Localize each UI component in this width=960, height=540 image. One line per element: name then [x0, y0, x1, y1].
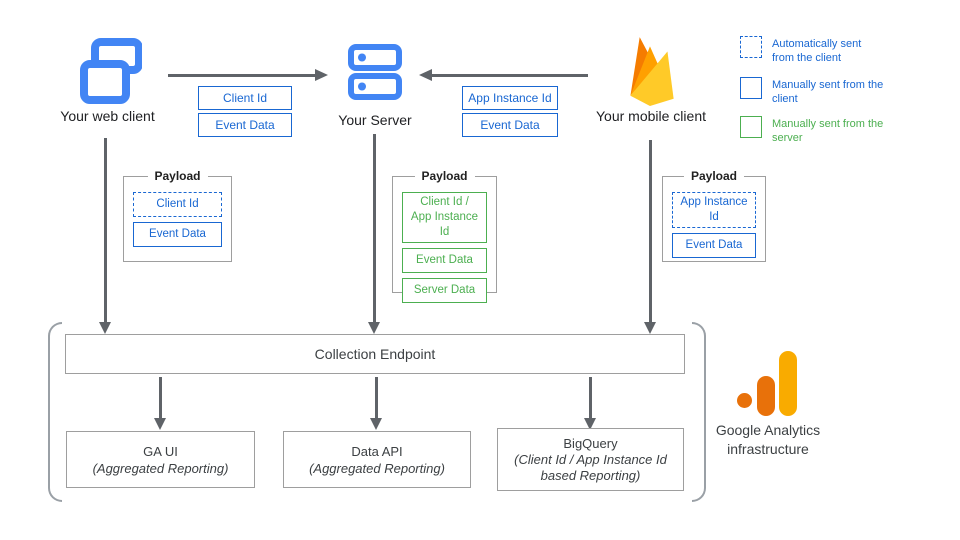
payload-server-server-data: Server Data — [402, 278, 487, 303]
arrow-mobile-to-server — [432, 74, 588, 77]
arrow-endpoint-to-bigquery — [589, 377, 592, 419]
payload-web: Payload Client Id Event Data — [123, 169, 232, 262]
bigquery-title: BigQuery — [563, 435, 618, 451]
legend-label-auto-client: Automatically sent from the client — [772, 38, 862, 64]
data-api-subtitle: (Aggregated Reporting) — [309, 460, 445, 476]
analytics-logo-dot — [737, 393, 752, 408]
chip-event-data-mobile: Event Data — [462, 113, 558, 137]
analytics-logo-bar-tall — [779, 351, 797, 416]
analytics-logo-bar-medium — [757, 376, 775, 416]
server-label: Your Server — [338, 112, 412, 128]
arrow-endpoint-to-gaui — [159, 377, 162, 419]
infrastructure-caption: Google Analytics infrastructure — [695, 421, 841, 459]
arrow-mobile-to-endpoint — [649, 140, 652, 324]
bigquery-box: BigQuery (Client Id / App Instance Id ba… — [497, 428, 684, 491]
chip-client-id: Client Id — [198, 86, 292, 110]
data-api-box: Data API (Aggregated Reporting) — [283, 431, 471, 488]
ga-ui-subtitle: (Aggregated Reporting) — [92, 460, 229, 476]
payload-server-ids: Client Id / App Instance Id — [402, 192, 487, 243]
mobile-client-label: Your mobile client — [596, 108, 706, 124]
payload-server-event-data: Event Data — [402, 248, 487, 273]
web-client-icon — [80, 38, 142, 104]
infrastructure-bracket-left — [48, 322, 62, 502]
payload-mobile: Payload App Instance Id Event Data — [662, 169, 766, 262]
arrow-mobile-to-endpoint-head — [644, 322, 656, 334]
legend-solid-blue-icon — [740, 77, 762, 99]
data-api-title: Data API — [351, 443, 403, 459]
infrastructure-caption-line2: infrastructure — [727, 441, 809, 457]
payload-web-event-data: Event Data — [133, 222, 222, 247]
arrow-web-to-server-head — [315, 69, 328, 81]
legend-label-manual-client: Manually sent from the client — [772, 79, 884, 105]
infrastructure-bracket-right — [692, 322, 706, 502]
payload-mobile-event-data: Event Data — [672, 233, 756, 258]
web-client-label: Your web client — [60, 108, 155, 124]
arrow-endpoint-to-bigquery-head — [584, 418, 596, 430]
arrow-endpoint-to-dataapi-head — [370, 418, 382, 430]
payload-web-title: Payload — [147, 169, 208, 183]
payload-mobile-app-instance-id: App Instance Id — [672, 192, 756, 228]
chip-event-data-web: Event Data — [198, 113, 292, 137]
ga-ui-title: GA UI — [143, 443, 178, 459]
firebase-icon — [630, 37, 674, 106]
arrow-web-to-server — [168, 74, 316, 77]
arrow-web-to-endpoint — [104, 138, 107, 324]
payload-server: Payload Client Id / App Instance Id Even… — [392, 169, 497, 303]
legend-dashed-blue-icon — [740, 36, 762, 58]
payload-mobile-title: Payload — [683, 169, 745, 183]
bigquery-subtitle: (Client Id / App Instance Id based Repor… — [514, 451, 667, 483]
infrastructure-caption-line1: Google Analytics — [715, 422, 821, 438]
arrow-mobile-to-server-head — [419, 69, 432, 81]
arrow-endpoint-to-gaui-head — [154, 418, 166, 430]
legend-label-manual-server: Manually sent from the server — [772, 118, 884, 144]
payload-server-title: Payload — [414, 169, 475, 183]
arrow-endpoint-to-dataapi — [375, 377, 378, 419]
legend-solid-green-icon — [740, 116, 762, 138]
arrow-web-to-endpoint-head — [99, 322, 111, 334]
ga-ui-box: GA UI (Aggregated Reporting) — [66, 431, 255, 488]
server-icon — [348, 44, 402, 100]
arrow-server-to-endpoint-head — [368, 322, 380, 334]
collection-endpoint-box: Collection Endpoint — [65, 334, 685, 374]
arrow-server-to-endpoint — [373, 134, 376, 324]
payload-web-client-id: Client Id — [133, 192, 222, 217]
chip-app-instance-id: App Instance Id — [462, 86, 558, 110]
